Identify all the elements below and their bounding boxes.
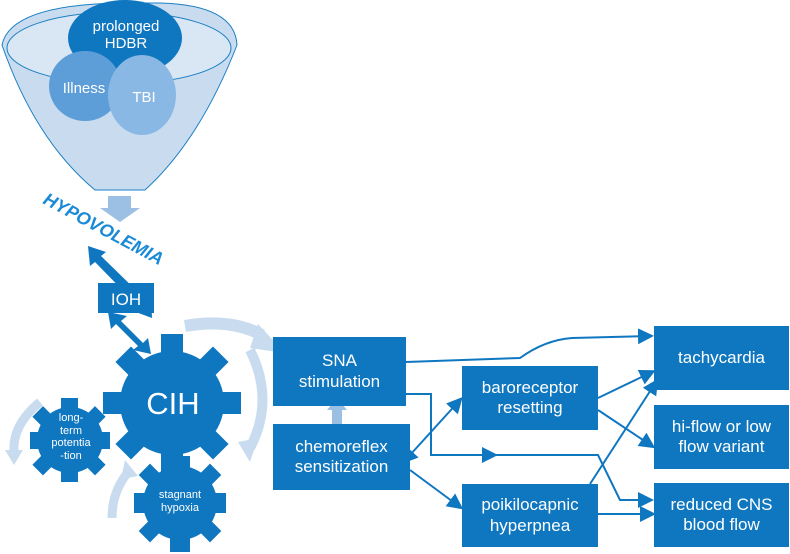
tachycardia-box: tachycardia [654, 326, 789, 390]
chemo-poik [409, 469, 464, 510]
cih-right-curve-arrow [245, 347, 268, 451]
stagnant-left-curve-head [121, 460, 138, 479]
ltp-gear [30, 398, 110, 482]
poikilocapnic-hyperpnea-box: poikilocapnic hyperpnea [462, 484, 598, 547]
illness-label: Illness [62, 80, 106, 97]
chemo-baro [401, 397, 463, 464]
ltp-left-curve-arrow [9, 398, 43, 453]
reduced-cns-box: reduced CNS blood flow [654, 483, 789, 547]
ioh-box [98, 283, 154, 313]
ltp-left-curve-head [5, 450, 23, 465]
tbi-label: TBI [132, 89, 156, 106]
ltp-label: long- term potentia -tion [51, 412, 91, 462]
flow-variant-box: hi-flow or low flow variant [654, 405, 789, 469]
circle-illness [49, 51, 121, 121]
ioh-cih-arrow [108, 312, 151, 354]
sna-stimulation-box: SNA stimulation [273, 337, 406, 406]
baro-tachy [597, 369, 656, 399]
prolonged-hdbr-label: prolonged HDBR [92, 18, 160, 53]
cih-label: CIH [146, 386, 199, 421]
cih-top-curve-arrow [183, 317, 265, 341]
stagnant-hypoxia-label: stagnant hypoxia [158, 489, 202, 514]
cih-right-curve-head [238, 438, 258, 462]
funnel-down-arrow [100, 196, 140, 222]
hypovolemia-label: HYPOVOLEMIA [40, 189, 167, 269]
sna-to-tachycardia [405, 328, 654, 363]
baro-flow [597, 409, 656, 449]
ioh-label: IOH [111, 290, 141, 309]
baroreceptor-resetting-box: baroreceptor resetting [462, 366, 598, 430]
poik-tachy [589, 378, 659, 485]
chemoreflex-sensitization-box: chemoreflex sensitization [273, 424, 410, 490]
circle-tbi [108, 55, 176, 135]
